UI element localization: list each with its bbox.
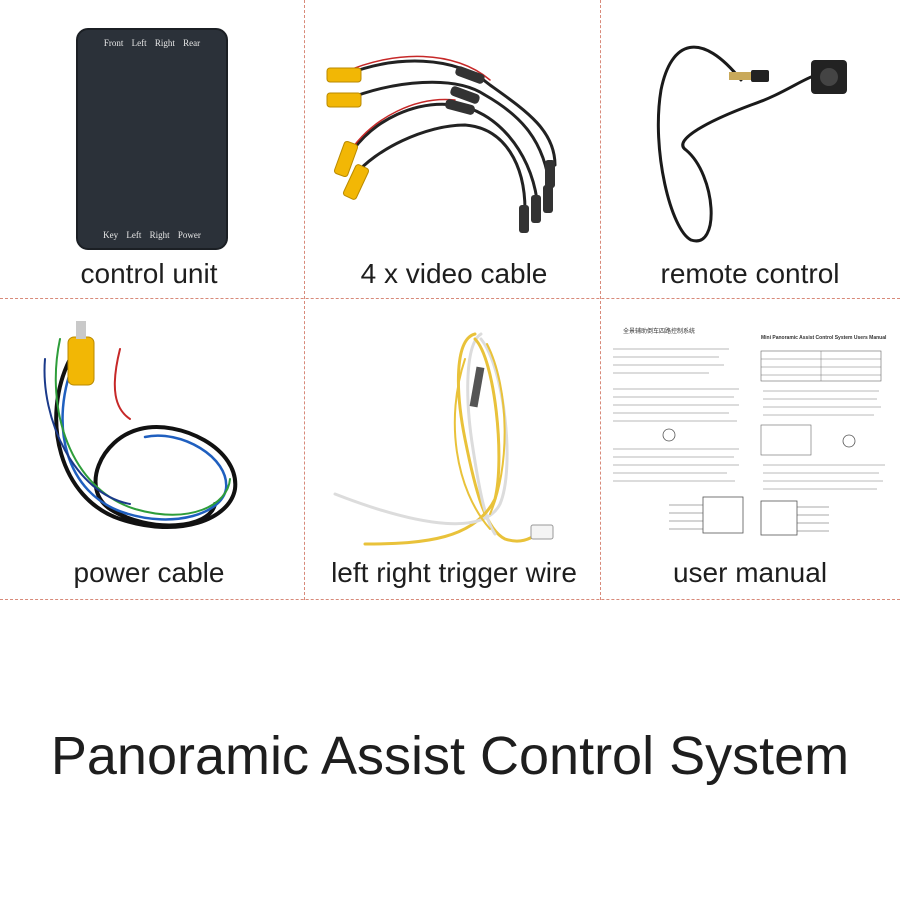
control-unit-top-labels: Front Left Right Rear	[103, 38, 201, 48]
product-grid: Front Left Right Rear Key Left Right Pow…	[0, 0, 900, 600]
item-caption: 4 x video cable	[360, 258, 548, 289]
video-cable-image	[326, 55, 557, 233]
power-cable-image	[43, 321, 238, 529]
item-caption: remote control	[660, 258, 840, 289]
item-caption: user manual	[672, 557, 828, 588]
page-title: Panoramic Assist Control System	[50, 726, 850, 786]
item-caption: power cable	[73, 557, 225, 588]
item-caption: left right trigger wire	[331, 557, 577, 588]
control-unit-bottom-labels: Key Left Right Power	[103, 230, 201, 240]
trigger-wire-image	[333, 332, 554, 546]
remote-control-image	[656, 45, 847, 243]
manual-title-cn: 全景辅助倒车四路控制系统	[623, 329, 696, 335]
grid-divider-h1	[0, 298, 900, 299]
item-caption: control unit	[80, 258, 218, 289]
item-remote-control: remote control	[601, 0, 899, 298]
item-power-cable: power cable	[0, 299, 298, 597]
item-control-unit: Front Left Right Rear Key Left Right Pow…	[0, 0, 298, 298]
grid-divider-h2	[0, 599, 900, 600]
grid-divider-v2	[600, 0, 601, 600]
item-user-manual: 全景辅助倒车四路控制系统 Mini	[601, 299, 899, 597]
manual-cn-body	[613, 348, 744, 534]
manual-page-cn: 全景辅助倒车四路控制系统	[609, 327, 749, 547]
manual-en-body	[760, 350, 885, 536]
control-unit-image: Front Left Right Rear Key Left Right Pow…	[76, 28, 228, 250]
item-trigger-wire: left right trigger wire	[305, 299, 603, 597]
item-video-cable: 4 x video cable	[305, 0, 603, 298]
grid-divider-v1	[304, 0, 305, 600]
manual-page-en: Mini Panoramic Assist Control System Use…	[759, 327, 895, 547]
manual-title-en: Mini Panoramic Assist Control System Use…	[761, 335, 887, 341]
